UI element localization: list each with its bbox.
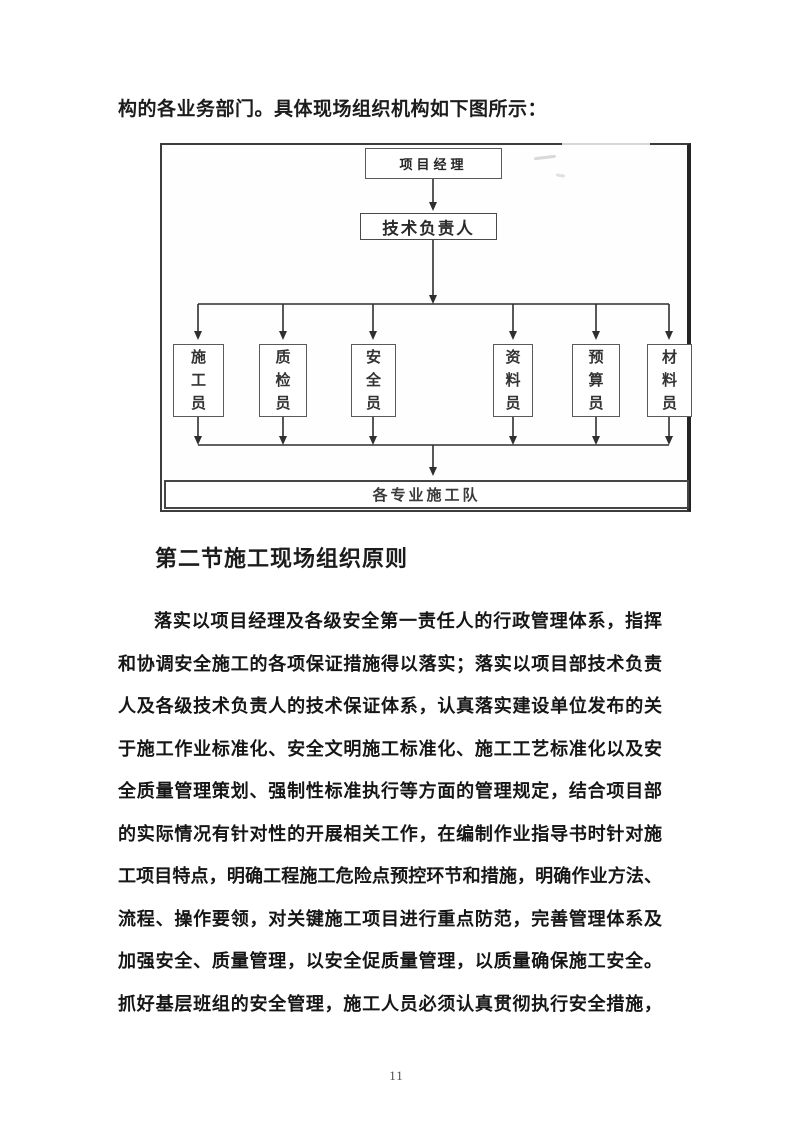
chart-box-project-manager: 项目经理 [365,148,502,179]
chart-box-construction-teams: 各专业施工队 [164,480,689,509]
body-line: 人及各级技术负责人的技术保证体系，认真落实建设单位发布的关 [118,696,662,716]
arrow-down-icon [592,436,600,445]
arrow-down-icon [509,331,517,340]
body-line: 和协调安全施工的各项保证措施得以落实；落实以项目部技术负责 [118,653,662,674]
intro-text: 构的各业务部门。具体现场组织机构如下图所示： [118,99,548,120]
chart-box-budget-officer: 预算员 [572,344,620,417]
body-line: 工项目特点，明确工程施工危险点预控环节和措施，明确作业方法、 [118,866,662,886]
arrow-down-icon [592,331,600,340]
body-line: 的实际情况有针对性的开展相关工作，在编制作业指导书时针对施 [118,823,662,844]
section-heading: 第二节施工现场组织原则 [155,546,409,571]
page-number: 11 [389,1068,404,1083]
arrow-down-icon [369,331,377,340]
chart-box-quality-inspector: 质检员 [259,344,307,417]
body-line: 于施工作业标准化、安全文明施工标准化、施工工艺标准化以及安 [118,738,662,759]
chart-box-safety-officer: 安全员 [351,344,396,417]
chart-box-documentation-clerk: 资料员 [493,344,533,417]
body-line: 抓好基层班组的安全管理，施工人员必须认真贯彻执行安全措施， [118,993,662,1014]
arrow-down-icon [429,467,437,476]
arrow-down-icon [194,331,202,340]
org-chart-connectors [194,177,673,476]
arrow-down-icon [194,436,202,445]
body-line: 全质量管理策划、强制性标准执行等方面的管理规定，结合项目部 [118,781,662,801]
arrow-down-icon [429,295,437,304]
arrow-down-icon [509,436,517,445]
arrow-down-icon [665,436,673,445]
chart-box-constructor: 施工员 [173,344,224,417]
body-line: 加强安全、质量管理，以安全促质量管理，以质量确保施工安全。 [118,951,662,971]
arrow-down-icon [665,331,673,340]
scan-fade-artifact [562,142,650,147]
body-paragraph: 落实以项目经理及各级安全第一责任人的行政管理体系，指挥 和协调安全施工的各项保证… [118,600,662,1025]
chart-box-technical-director: 技术负责人 [360,213,497,240]
body-line: 流程、操作要领，对关键施工项目进行重点防范，完善管理体系及 [118,908,662,929]
arrow-down-icon [279,436,287,445]
org-chart: 项目经理 技术负责人 施工员 质检员 安全员 资料员 预算员 材料员 各专业施工… [160,142,692,512]
chart-box-material-officer: 材料员 [647,344,692,417]
arrow-down-icon [279,331,287,340]
body-line: 落实以项目经理及各级安全第一责任人的行政管理体系，指挥 [154,611,662,631]
arrow-down-icon [369,436,377,445]
arrow-down-icon [429,202,437,211]
